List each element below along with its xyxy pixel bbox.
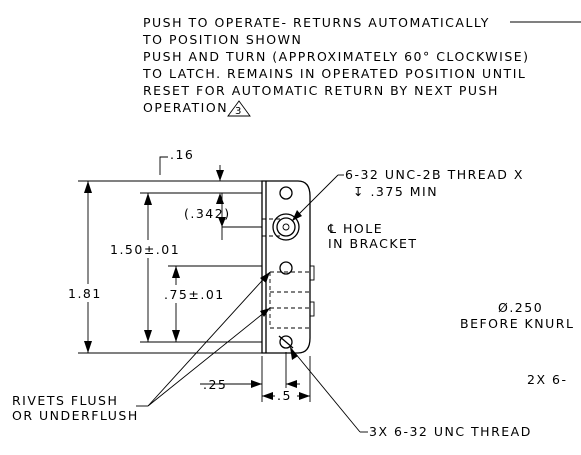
thread-callout-line1: 6-32 UNC-2B THREAD X	[345, 167, 524, 182]
center-hole-core	[282, 223, 290, 231]
thread-callout-line2: ↧ .375 MIN	[353, 184, 438, 199]
dim-0-25: .25	[203, 377, 227, 392]
dim-1-50: 1.50±.01	[110, 242, 180, 257]
dim-0-16: .16	[170, 147, 194, 162]
bracket-outline	[261, 180, 311, 354]
top-hole	[279, 186, 293, 200]
vertical-dimensions: 1.81 1.50±.01 .75±.01 .16 (.342)	[64, 147, 262, 354]
note-line-2: TO POSITION SHOWN	[142, 32, 302, 47]
middle-hole	[279, 261, 293, 275]
callouts: 6-32 UNC-2B THREAD X ↧ .375 MIN ℄ HOLE I…	[12, 167, 574, 439]
note-line-5: RESET FOR AUTOMATIC RETURN BY NEXT PUSH	[143, 83, 499, 98]
centerline-callout-line1: ℄ HOLE	[327, 221, 383, 236]
dim-1-81: 1.81	[68, 286, 102, 301]
center-hole-outer	[272, 213, 300, 241]
note-line-4: TO LATCH. REMAINS IN OPERATED POSITION U…	[142, 66, 526, 81]
note-line-3: PUSH AND TURN (APPROXIMATELY 60° CLOCKWI…	[143, 49, 530, 64]
operation-notes: PUSH TO OPERATE- RETURNS AUTOMATICALLY T…	[142, 15, 581, 117]
note-ref-number: 3	[235, 106, 243, 117]
horizontal-dimensions: .25 .5	[200, 352, 311, 403]
bracket-part	[261, 180, 315, 354]
rivet-stub-lower	[309, 301, 315, 317]
dim-0-5: .5	[277, 388, 292, 403]
three-x-callout: 3X 6-32 UNC THREAD	[369, 424, 532, 439]
rivets-callout-line2: OR UNDERFLUSH	[12, 408, 139, 423]
rivets-callout-line1: RIVETS FLUSH	[12, 393, 118, 408]
diameter-callout-line1: Ø.250	[498, 300, 543, 315]
rivet-stub-upper	[309, 265, 315, 281]
note-ref-triangle	[227, 100, 251, 117]
diameter-callout-line2: BEFORE KNURL	[460, 316, 574, 331]
partial-callout: 2X 6-	[527, 372, 567, 387]
note-line-1: PUSH TO OPERATE- RETURNS AUTOMATICALLY	[143, 15, 490, 30]
center-hole-inner	[276, 217, 296, 237]
bottom-hole	[279, 335, 293, 349]
centerline-callout-line2: IN BRACKET	[328, 236, 418, 251]
dim-0-342: (.342)	[184, 206, 231, 221]
dim-0-75: .75±.01	[164, 287, 225, 302]
note-line-6: OPERATION	[143, 100, 228, 115]
